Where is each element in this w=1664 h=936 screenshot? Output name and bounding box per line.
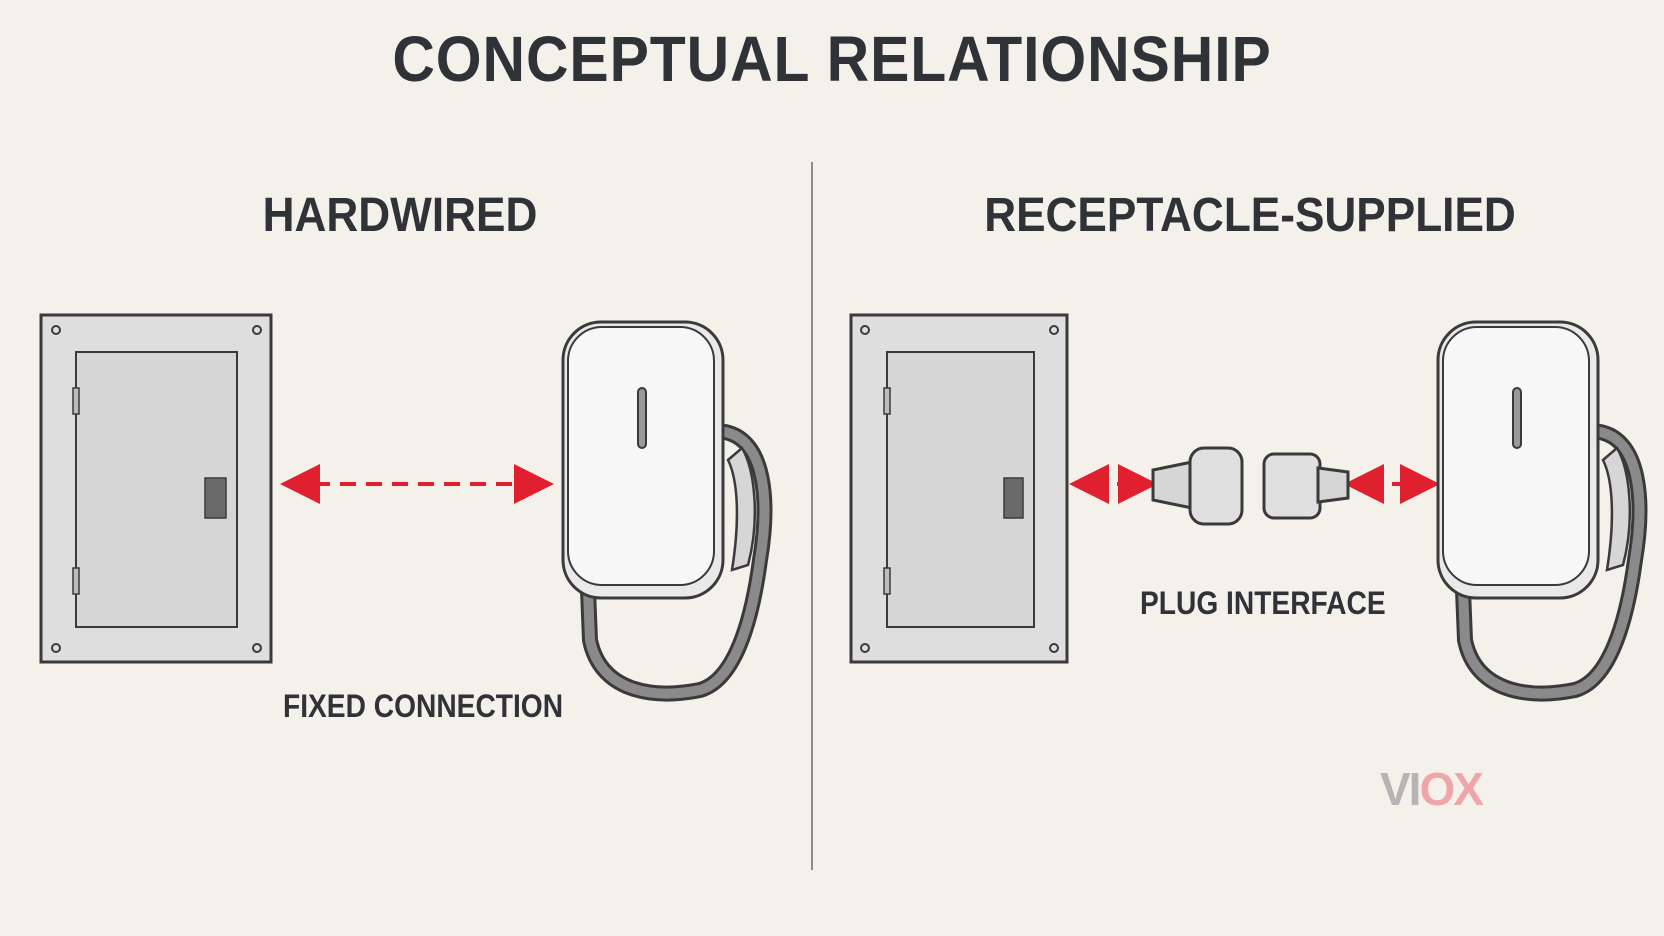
ev-charger-right [1436,320,1648,702]
fixed-connection-label: FIXED CONNECTION [283,688,564,724]
ev-charger-left [561,320,773,702]
logo-part-red: OX [1419,763,1483,815]
receptacle-icon [1262,452,1350,520]
viox-logo: VIOX [1380,762,1484,816]
logo-part-gray: VI [1380,763,1421,815]
plug-interface-label: PLUG INTERFACE [1140,585,1386,621]
plug-icon [1151,446,1244,526]
receptacle-supplied-heading: RECEPTACLE-SUPPLIED [984,189,1516,242]
section-divider [811,162,813,870]
electrical-panel-left [39,313,273,664]
electrical-panel-right [849,313,1069,664]
page-title: CONCEPTUAL RELATIONSHIP [392,23,1272,95]
hardwired-heading: HARDWIRED [262,189,538,242]
